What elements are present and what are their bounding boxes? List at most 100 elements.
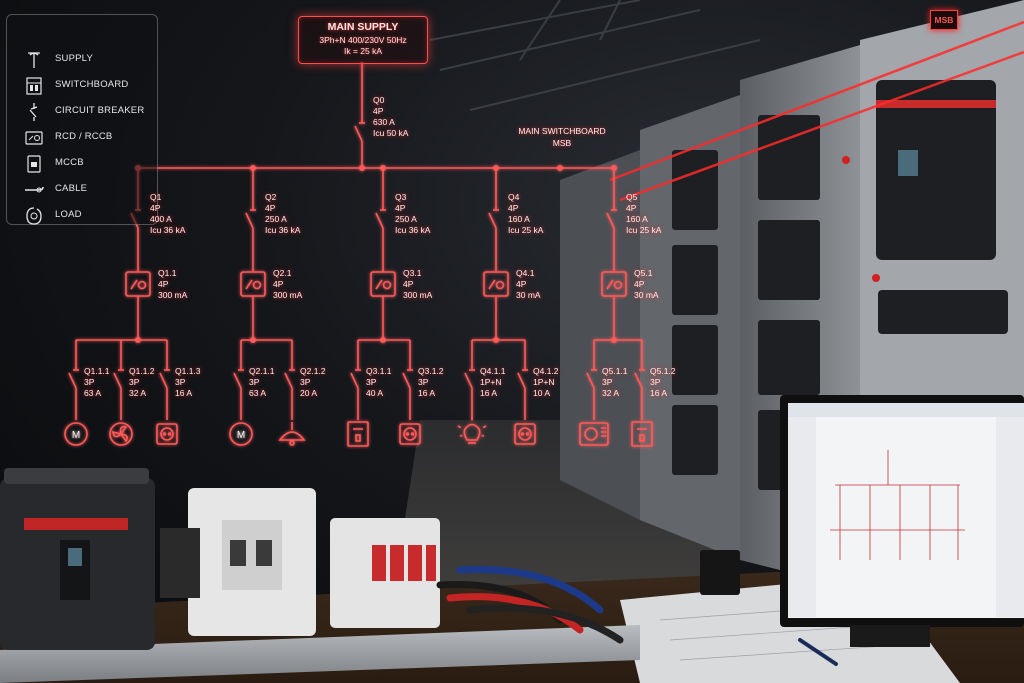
label-line: 3P <box>366 377 377 387</box>
rcd-toroid <box>252 280 262 290</box>
mcb-group <box>330 518 440 628</box>
label-line: 20 A <box>300 388 318 398</box>
label-line: Q5.1.2 <box>650 366 676 376</box>
legend-label: RCD / RCCB <box>55 131 113 142</box>
label-line: Q1.1.1 <box>84 366 110 376</box>
legend-label: CABLE <box>55 183 88 194</box>
hvac-fan <box>584 427 598 441</box>
label-line: 1P+N <box>533 377 555 387</box>
panel-icon <box>347 421 369 447</box>
label-line: 63 A <box>84 388 102 398</box>
rcd-contact <box>375 279 383 290</box>
rcd-contact <box>488 279 496 290</box>
junction-dot <box>556 165 563 172</box>
red-light-strips <box>609 20 1024 202</box>
supply-spec: 3Ph+N 400/230V 50Hz <box>319 35 407 45</box>
label-line: 3P <box>602 377 613 387</box>
label-line: Icu 25 kA <box>626 225 662 235</box>
socket-icon <box>514 423 536 445</box>
fan-blades <box>112 425 128 443</box>
legend-label: CIRCUIT BREAKER <box>55 105 145 116</box>
rcd-toroid <box>382 280 392 290</box>
label-line: 63 A <box>249 388 267 398</box>
label-line: 10 A <box>533 388 551 398</box>
label-line: 3P <box>84 377 95 387</box>
label-line: Q3.1.2 <box>418 366 444 376</box>
legend-item-rcd: RCD / RCCB <box>7 125 157 151</box>
label-line: 16 A <box>418 388 436 398</box>
circuit-breaker-Q1.1.2 <box>113 372 122 389</box>
junction-dot <box>492 336 499 343</box>
cable-icon <box>25 186 44 193</box>
legend-item-cable: CABLE <box>7 177 157 203</box>
main-breaker-icu: Icu 50 kA <box>373 128 409 138</box>
label-line: Q1.1.2 <box>129 366 155 376</box>
motor-letter: M <box>237 430 245 441</box>
junction-dot <box>135 336 142 343</box>
junction-dot <box>610 336 617 343</box>
panel-switch <box>639 434 645 442</box>
panel-icon <box>631 421 653 447</box>
legend-label: MCCB <box>55 157 84 168</box>
label-line: 4P <box>634 279 645 289</box>
socket-pin <box>405 432 410 436</box>
label-line: 30 mA <box>634 290 659 300</box>
label-line: 4P <box>626 203 637 213</box>
label-line: 250 A <box>265 214 287 224</box>
label-line: Q1.1.3 <box>175 366 201 376</box>
label-line: 3P <box>129 377 140 387</box>
legend-label: SUPPLY <box>55 53 93 64</box>
legend-label: LOAD <box>55 209 82 220</box>
legend-item-switchboard: SWITCHBOARD <box>7 73 157 99</box>
rcd-contact <box>130 279 138 290</box>
label-line: 3P <box>175 377 186 387</box>
circuit-breaker-Q2.1.1 <box>233 372 242 389</box>
switchgear-lineup <box>560 0 1024 590</box>
label-line: Q2.1.2 <box>300 366 326 376</box>
switchboard-short: MSB <box>552 137 572 148</box>
mccb-icon <box>27 155 41 173</box>
label-line: Q1 <box>150 192 162 202</box>
label-line: Q4.1.1 <box>480 366 506 376</box>
circuit-breaker-Q4.1.2 <box>517 372 526 389</box>
label-line: Q5.1.1 <box>602 366 628 376</box>
lamp-bulb <box>289 440 295 446</box>
main-breaker-poles: 4P <box>373 106 384 116</box>
hvac-icon <box>579 422 609 446</box>
feeder-breaker-Q4 <box>488 212 497 229</box>
feeder-breaker-Q2 <box>245 212 254 229</box>
label-line: 4P <box>265 203 276 213</box>
label-line: 40 A <box>366 388 384 398</box>
label-line: Q3.1.1 <box>366 366 392 376</box>
label-line: 32 A <box>602 388 620 398</box>
label-line: Q4 <box>508 192 520 202</box>
label-line: 160 A <box>508 214 530 224</box>
rcd-icon <box>25 131 43 145</box>
circuit-breaker-Q3.1.2 <box>402 372 411 389</box>
label-line: Icu 36 kA <box>265 225 301 235</box>
label-line: Q3.1 <box>403 268 422 278</box>
rcd-toroid <box>613 280 623 290</box>
supply-icon <box>28 52 40 68</box>
label-line: Q2 <box>265 192 277 202</box>
panel-switch <box>355 434 361 442</box>
label-line: 300 mA <box>158 290 188 300</box>
lamp-icon <box>463 423 481 441</box>
cabinet-msb-tag: MSB <box>930 10 958 30</box>
cable-bundle <box>436 566 624 644</box>
main-breaker-symbol <box>354 125 363 142</box>
main-supply-box: MAIN SUPPLY 3Ph+N 400/230V 50Hz Ik = 25 … <box>298 16 428 64</box>
motor-icon <box>64 422 88 446</box>
junction-dot <box>358 165 365 172</box>
circuit-breaker-Q4.1.1 <box>464 372 473 389</box>
